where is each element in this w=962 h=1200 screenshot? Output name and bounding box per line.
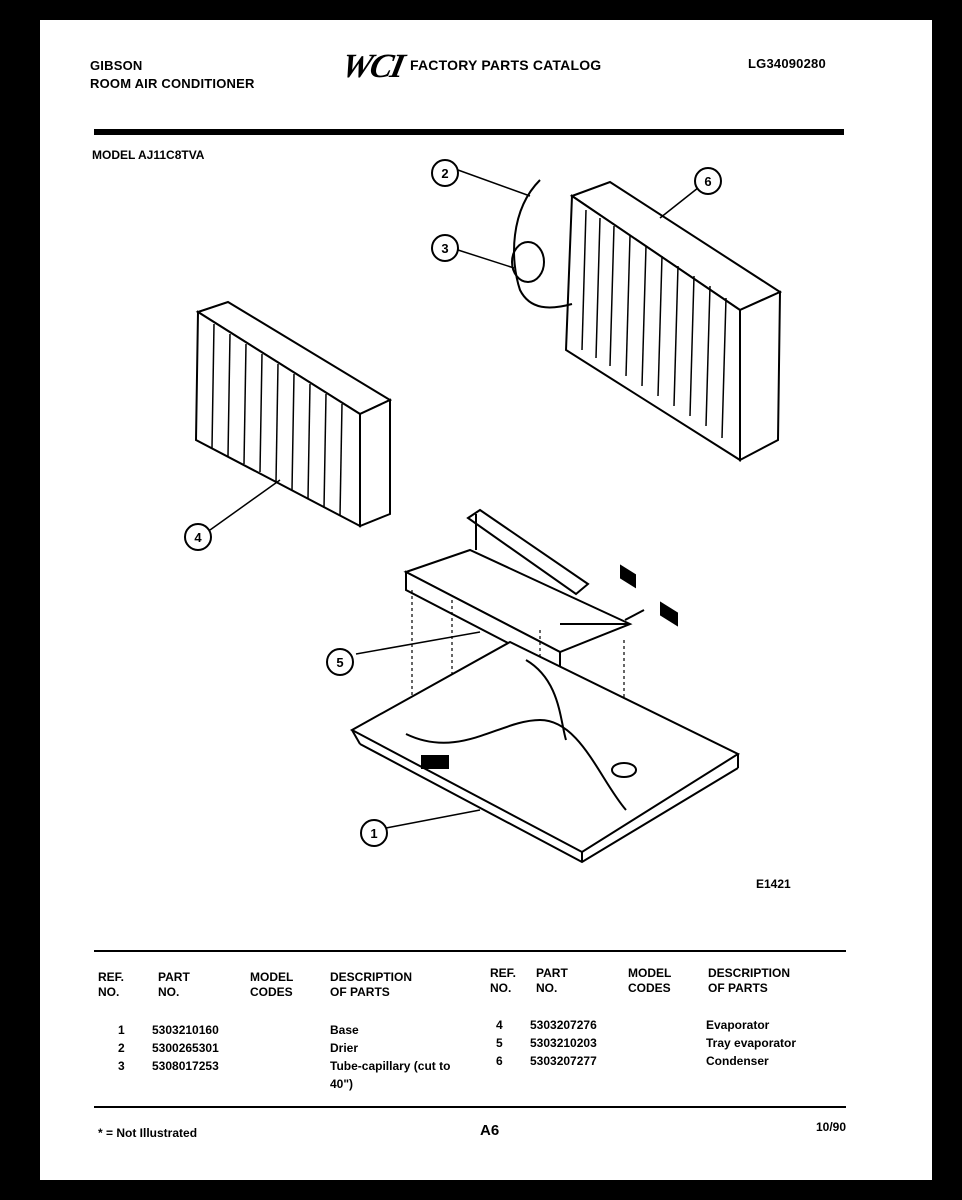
callout-3: 3 (431, 234, 459, 262)
svg-text:5: 5 (336, 655, 343, 670)
callout-5: 5 (326, 648, 354, 676)
callout-1: 1 (360, 819, 388, 847)
table-row-4-part: 5303207276 (530, 1018, 597, 1032)
parts-diagram: 1 2 3 4 5 6 (184, 159, 783, 864)
header-rule (94, 129, 844, 135)
table-rule-top (94, 950, 846, 952)
table-row-6-desc: Condenser (706, 1054, 769, 1068)
model-number: MODEL AJ11C8TVA (92, 148, 205, 162)
header-model-codes-right: MODEL CODES (628, 966, 672, 995)
catalog-title: FACTORY PARTS CATALOG (410, 57, 602, 73)
table-row-3-desc: Tube-capillary (cut to (330, 1059, 451, 1073)
evaporator-coil (194, 300, 393, 528)
table-row-3-desc-cont: 40") (330, 1077, 354, 1091)
not-illustrated-note: * = Not Illustrated (98, 1126, 198, 1140)
header-description-right: DESCRIPTION OF PARTS (708, 966, 791, 995)
header-ref-no-right: REF. NO. (490, 966, 517, 995)
svg-text:1: 1 (370, 826, 377, 841)
table-row-3-ref: 3 (118, 1059, 125, 1073)
table-row-5-desc: Tray evaporator (706, 1036, 797, 1050)
svg-text:4: 4 (194, 530, 202, 545)
table-row-2-desc: Drier (330, 1041, 359, 1055)
catalog-code: LG34090280 (748, 56, 826, 71)
svg-text:3: 3 (441, 241, 448, 256)
table-row-4-desc: Evaporator (706, 1018, 770, 1032)
table-row-4-ref: 4 (496, 1018, 503, 1032)
table-row-1-desc: Base (330, 1023, 359, 1037)
product-type: ROOM AIR CONDITIONER (90, 76, 255, 91)
table-row-2-part: 5300265301 (152, 1041, 219, 1055)
figure-code: E1421 (756, 877, 791, 891)
condenser-coil (564, 180, 783, 627)
table-row-5-ref: 5 (496, 1036, 503, 1050)
page-number: A6 (480, 1122, 500, 1139)
header-ref-no-left: REF. NO. (98, 970, 125, 999)
table-row-3-part: 5308017253 (152, 1059, 219, 1073)
svg-text:6: 6 (704, 174, 711, 189)
callout-4: 4 (184, 523, 212, 551)
header-model-codes-left: MODEL CODES (250, 970, 294, 999)
callout-6: 6 (694, 167, 722, 195)
table-row-6-ref: 6 (496, 1054, 503, 1068)
tray-evaporator (403, 508, 645, 672)
svg-text:2: 2 (441, 166, 448, 181)
table-rule-bottom (94, 1106, 846, 1108)
revision-date: 10/90 (816, 1120, 847, 1134)
table-row-6-part: 5303207277 (530, 1054, 597, 1068)
brand-name: GIBSON (90, 58, 143, 73)
header-description-left: DESCRIPTION OF PARTS (330, 970, 413, 999)
table-row-1-part: 5303210160 (152, 1023, 219, 1037)
header-part-no-right: PART NO. (536, 966, 568, 995)
table-row-1-ref: 1 (118, 1023, 125, 1037)
catalog-page: GIBSON ROOM AIR CONDITIONER WCI FACTORY … (40, 20, 932, 1180)
base-pan (349, 640, 741, 864)
header-part-no-left: PART NO. (158, 970, 190, 999)
table-row-5-part: 5303210203 (530, 1036, 597, 1050)
callout-2: 2 (431, 159, 459, 187)
table-row-2-ref: 2 (118, 1041, 125, 1055)
